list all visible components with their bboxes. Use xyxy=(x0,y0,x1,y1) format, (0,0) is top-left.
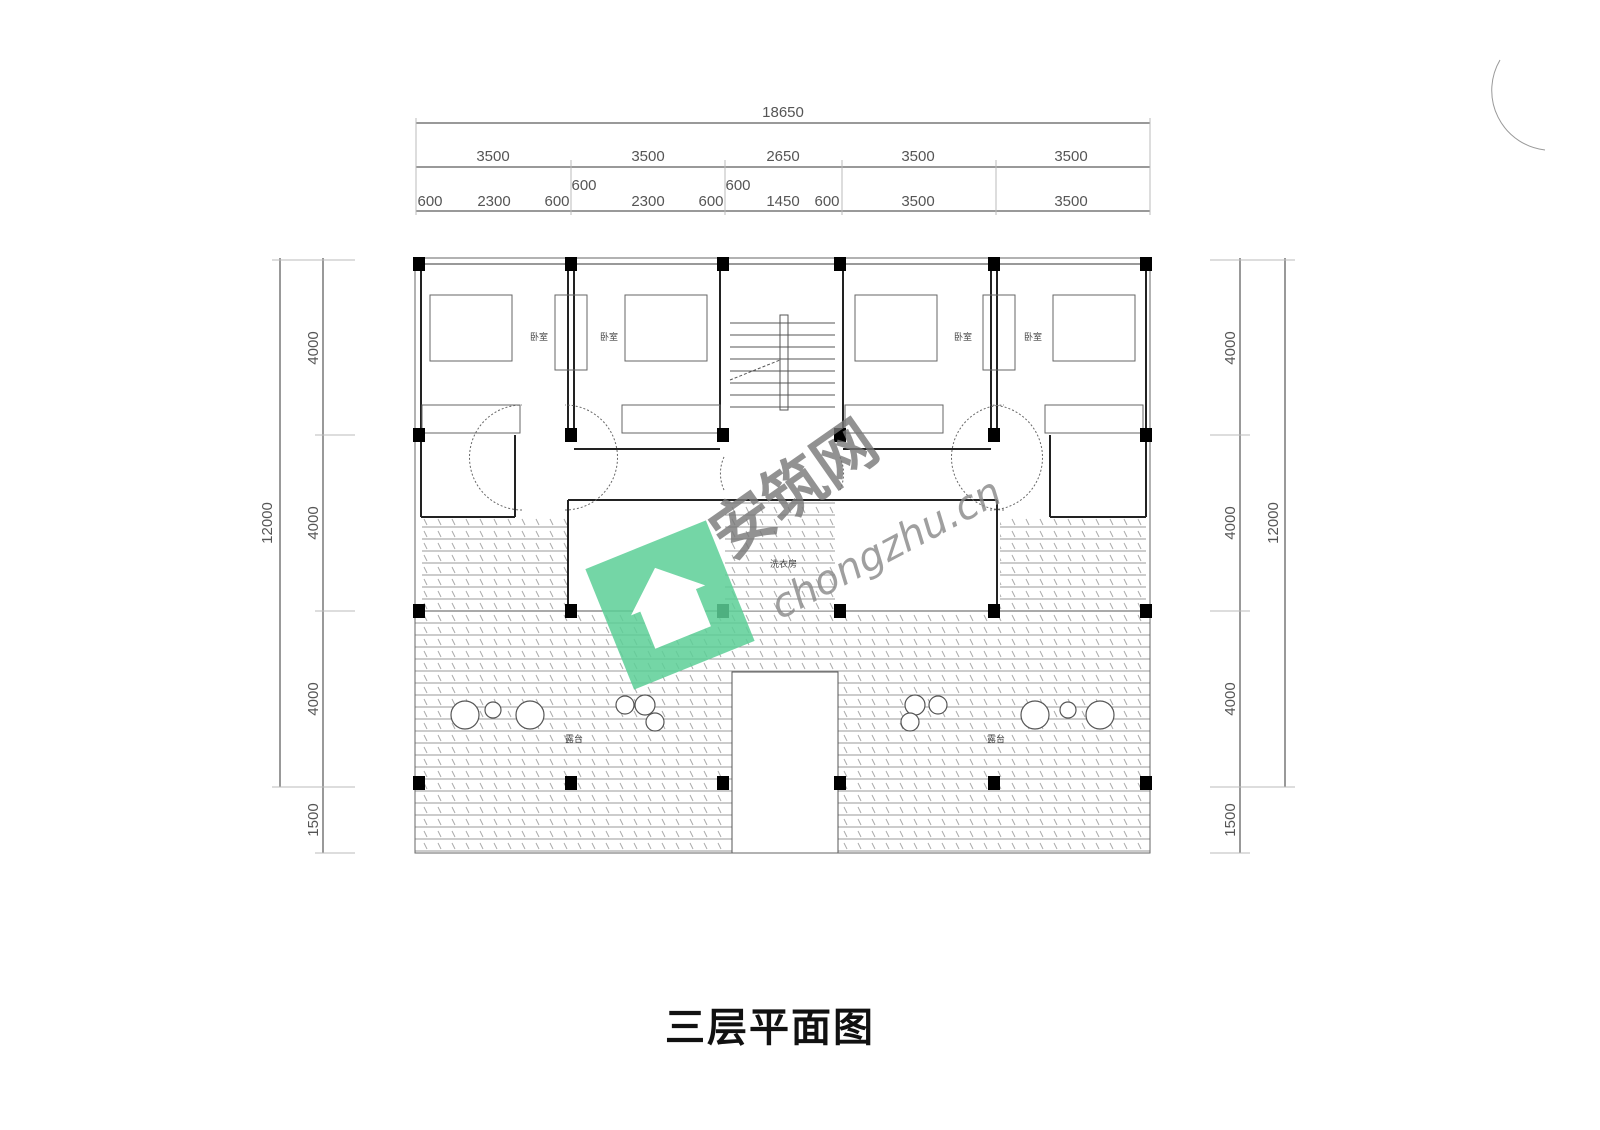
dim-detail: 600 xyxy=(544,193,569,210)
dim-bay: 3500 xyxy=(901,148,934,165)
room-label-laundry: 洗衣房 xyxy=(770,558,797,570)
dim-bay: 3500 xyxy=(1054,148,1087,165)
right-dimensions xyxy=(1210,258,1295,854)
dim-left: 4000 xyxy=(305,506,322,539)
room-label-terrace: 露台 xyxy=(565,733,583,745)
walls xyxy=(414,257,1151,854)
dim-detail: 600 xyxy=(698,193,723,210)
dim-detail: 600 xyxy=(814,193,839,210)
dim-detail: 600 xyxy=(725,177,750,194)
doors xyxy=(469,404,1043,511)
dim-detail: 3500 xyxy=(1054,193,1087,210)
corner-arc xyxy=(1491,59,1546,151)
dim-detail: 600 xyxy=(571,177,596,194)
dim-right: 1500 xyxy=(1222,803,1239,836)
dim-right: 4000 xyxy=(1222,506,1239,539)
dim-overall-top: 18650 xyxy=(762,104,804,121)
dim-left: 1500 xyxy=(305,803,322,836)
columns xyxy=(413,257,1152,790)
dim-detail: 2300 xyxy=(477,193,510,210)
dim-left: 4000 xyxy=(305,682,322,715)
staircase xyxy=(729,314,835,411)
dim-detail: 2300 xyxy=(631,193,664,210)
top-dimensions xyxy=(415,118,1151,215)
dim-bay: 3500 xyxy=(631,148,664,165)
dim-detail: 1450 xyxy=(766,193,799,210)
dim-left: 4000 xyxy=(305,331,322,364)
room-label-bedroom: 卧室 xyxy=(600,331,618,343)
dim-detail: 600 xyxy=(417,193,442,210)
terrace-areas xyxy=(414,500,1151,854)
dim-detail: 3500 xyxy=(901,193,934,210)
left-dimensions xyxy=(272,258,355,854)
dim-right: 4000 xyxy=(1222,331,1239,364)
patio-furniture xyxy=(450,694,1115,732)
beds xyxy=(421,294,1144,434)
dim-bay: 2650 xyxy=(766,148,799,165)
room-label-terrace: 露台 xyxy=(987,733,1005,745)
dim-overall-right: 12000 xyxy=(1265,502,1282,544)
room-label-bedroom: 卧室 xyxy=(530,331,548,343)
dim-bay: 3500 xyxy=(476,148,509,165)
dim-overall-left: 12000 xyxy=(259,502,276,544)
room-label-bedroom: 卧室 xyxy=(954,331,972,343)
room-label-bedroom: 卧室 xyxy=(1024,331,1042,343)
dim-right: 4000 xyxy=(1222,682,1239,715)
drawing-title: 三层平面图 xyxy=(665,1005,875,1051)
